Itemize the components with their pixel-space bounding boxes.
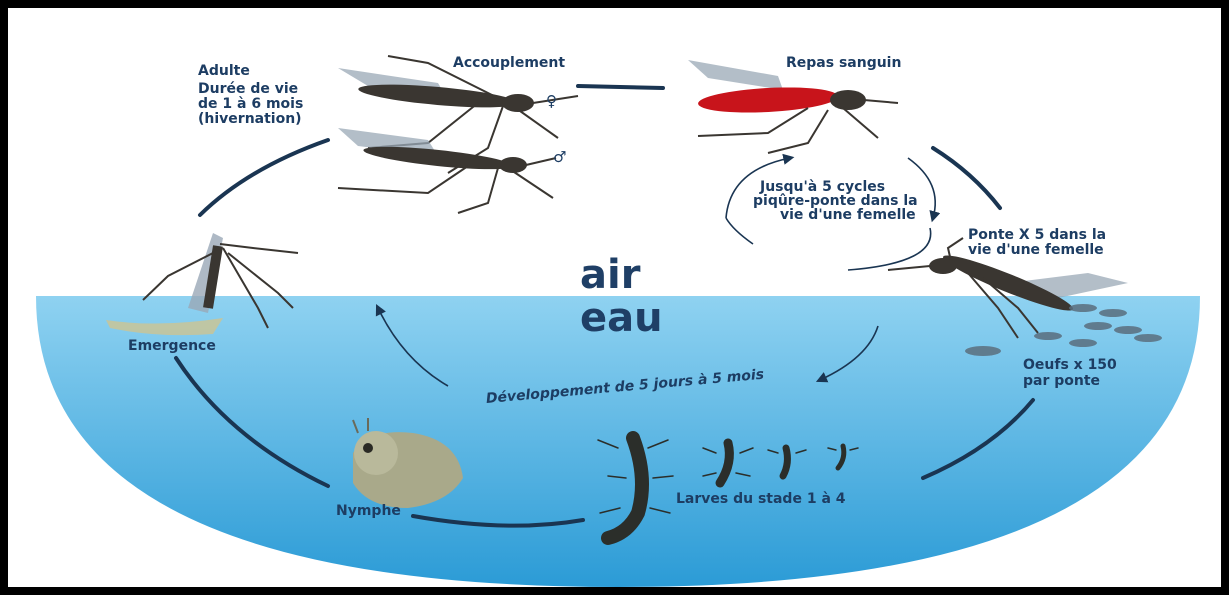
label-repas-sanguin: Repas sanguin bbox=[786, 56, 901, 71]
label-adulte-detail-2: de 1 à 6 mois bbox=[198, 97, 303, 112]
label-ponte-2: vie d'une femelle bbox=[968, 243, 1104, 258]
label-adulte: Adulte bbox=[198, 64, 250, 79]
label-air: air bbox=[580, 255, 640, 295]
label-oeufs-2: par ponte bbox=[1023, 374, 1100, 389]
label-oeufs-1: Oeufs x 150 bbox=[1023, 358, 1117, 373]
label-nymphe: Nymphe bbox=[336, 504, 401, 519]
mosquito-blood-meal bbox=[688, 60, 898, 153]
diagram-frame: Adulte Durée de vie de 1 à 6 mois (hiver… bbox=[8, 8, 1221, 587]
label-accouplement: Accouplement bbox=[453, 56, 565, 71]
label-larves: Larves du stade 1 à 4 bbox=[676, 492, 846, 507]
label-adulte-detail-1: Durée de vie bbox=[198, 82, 298, 97]
label-emergence: Emergence bbox=[128, 339, 216, 354]
female-symbol: ♀ bbox=[546, 92, 557, 110]
label-eau: eau bbox=[580, 298, 663, 338]
label-cycles-3: vie d'une femelle bbox=[780, 208, 916, 223]
male-symbol: ♂ bbox=[553, 148, 566, 166]
label-ponte-1: Ponte X 5 dans la bbox=[968, 228, 1106, 243]
mosquito-male-mating bbox=[338, 128, 556, 213]
label-adulte-detail-3: (hivernation) bbox=[198, 112, 302, 127]
